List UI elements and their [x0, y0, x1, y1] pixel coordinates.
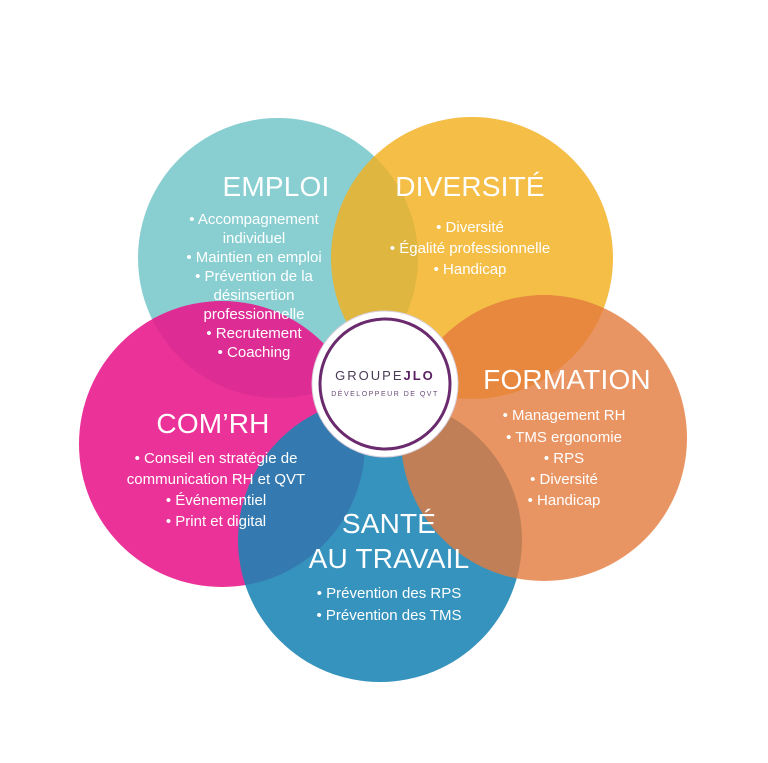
comrh-items: • Conseil en stratégie de communication …	[127, 450, 305, 530]
sante-title-line1: SANTÉ	[342, 508, 436, 539]
diversite-item: • Diversité	[436, 219, 504, 236]
emploi-item: • Accompagnement	[189, 211, 319, 228]
sante-item: • Prévention des RPS	[317, 585, 462, 602]
logo-inner-ring	[318, 317, 452, 451]
comrh-item: • Print et digital	[166, 513, 266, 530]
logo-jlo: JLO	[404, 368, 435, 383]
formation-items: • Management RH • TMS ergonomie • RPS • …	[503, 407, 626, 509]
logo-groupe: GROUPE	[335, 368, 403, 383]
emploi-item: individuel	[223, 230, 286, 247]
emploi-item: • Prévention de la	[195, 268, 313, 285]
sante-title-line2: AU TRAVAIL	[309, 543, 470, 574]
comrh-item: • Événementiel	[166, 492, 266, 509]
formation-title: FORMATION	[483, 364, 651, 395]
emploi-item: professionnelle	[204, 306, 305, 323]
formation-circle	[401, 295, 687, 581]
diversite-item: • Égalité professionnelle	[390, 240, 550, 257]
diversite-title: DIVERSITÉ	[395, 171, 545, 202]
formation-item: • TMS ergonomie	[506, 429, 622, 446]
formation-item: • Handicap	[528, 492, 601, 509]
formation-item: • Management RH	[503, 407, 626, 424]
emploi-item: • Recrutement	[206, 325, 302, 342]
comrh-title: COM’RH	[156, 408, 269, 439]
formation-item: • Diversité	[530, 471, 598, 488]
diversite-items: • Diversité • Égalité professionnelle • …	[390, 219, 550, 278]
logo-tagline: DÉVELOPPEUR DE QVT	[331, 389, 439, 398]
comrh-item: • Conseil en stratégie de	[135, 450, 298, 467]
emploi-items: • Accompagnement individuel • Maintien e…	[186, 211, 321, 361]
diversite-item: • Handicap	[434, 261, 507, 278]
sante-item: • Prévention des TMS	[316, 607, 461, 624]
comrh-item: communication RH et QVT	[127, 471, 305, 488]
emploi-item: • Coaching	[218, 344, 291, 361]
emploi-title: EMPLOI	[222, 171, 329, 202]
emploi-item: désinsertion	[214, 287, 295, 304]
sante-items: • Prévention des RPS • Prévention des TM…	[316, 585, 461, 624]
formation-item: • RPS	[544, 450, 584, 467]
logo-wordmark: GROUPEJLO	[335, 368, 435, 383]
emploi-item: • Maintien en emploi	[186, 249, 321, 266]
